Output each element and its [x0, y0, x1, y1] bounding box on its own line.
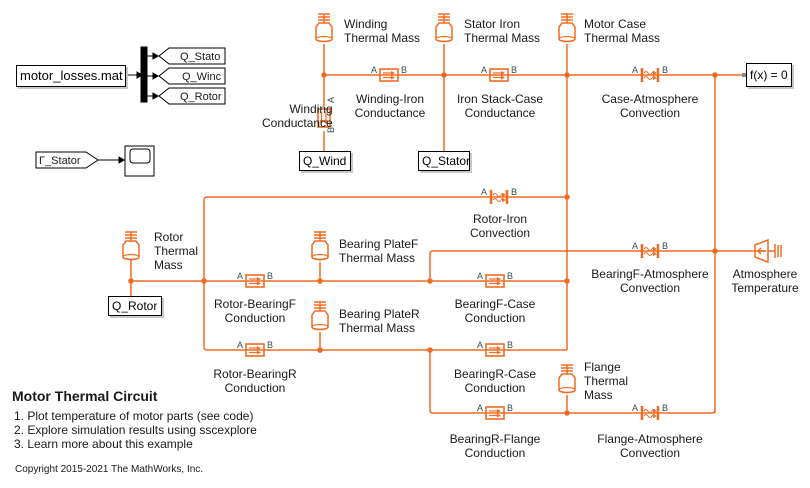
- thermal-mass-icon[interactable]: [315, 13, 333, 43]
- thermal-mass-icon[interactable]: [122, 231, 140, 261]
- model-title: Motor Thermal Circuit: [12, 388, 158, 404]
- q-stator-source[interactable]: Q_Stator: [418, 151, 470, 171]
- port-b-label: B: [326, 126, 337, 134]
- wire-junctions: [128, 72, 718, 416]
- port-b-label: B: [511, 187, 518, 197]
- port-a-label: A: [371, 65, 378, 75]
- signal-wires: [98, 46, 159, 164]
- port-b-label: B: [511, 65, 518, 75]
- port-b-label: B: [507, 340, 514, 350]
- port-b-label: B: [267, 271, 274, 281]
- port-a-label: A: [632, 65, 639, 75]
- port-a-label: A: [632, 403, 639, 413]
- thermal-mass-icon[interactable]: [311, 231, 329, 261]
- from-file-block[interactable]: motor_losses.mat: [16, 65, 126, 87]
- port-a-label: A: [481, 187, 488, 197]
- goto-tag-shapes: [35, 47, 226, 169]
- port-a-label: A: [632, 241, 639, 251]
- port-a-label: A: [326, 96, 337, 104]
- goto-q-rotor[interactable]: Q_Rotor: [180, 91, 222, 103]
- model-links: 1. Plot temperature of motor parts (see …: [14, 409, 257, 451]
- thermal-mass-icon[interactable]: [311, 301, 329, 331]
- port-a-label: A: [237, 340, 244, 350]
- port-b-label: B: [662, 403, 669, 413]
- port-b-label: B: [662, 241, 669, 251]
- goto-q-winding[interactable]: Q_Winc: [182, 71, 222, 83]
- scope-icon[interactable]: [124, 145, 155, 177]
- thermal-mass-icon[interactable]: [558, 13, 576, 43]
- port-a-label: A: [481, 65, 488, 75]
- thermal-mass-icon[interactable]: [558, 364, 576, 394]
- port-b-label: B: [507, 271, 514, 281]
- q-wind-source[interactable]: Q_Wind: [299, 151, 351, 171]
- solver-configuration-block[interactable]: f(x) = 0: [746, 63, 792, 87]
- q-rotor-source[interactable]: Q_Rotor: [108, 296, 162, 316]
- port-a-label: A: [477, 340, 484, 350]
- temperature-source-icon[interactable]: [754, 238, 782, 264]
- port-b-label: B: [507, 403, 514, 413]
- from-t-stator[interactable]: Γ_Stator: [39, 155, 81, 167]
- link-learn-more[interactable]: 3. Learn more about this example: [14, 437, 193, 451]
- port-a-label: A: [477, 403, 484, 413]
- port-b-label: B: [401, 65, 408, 75]
- port-a-label: A: [477, 271, 484, 281]
- link-explore-results[interactable]: 2. Explore simulation results using ssce…: [14, 423, 257, 437]
- port-b-label: B: [267, 340, 274, 350]
- port-a-label: A: [237, 271, 244, 281]
- thermal-mass-icon[interactable]: [435, 13, 453, 43]
- port-b-label: B: [662, 65, 669, 75]
- copyright: Copyright 2015-2021 The MathWorks, Inc.: [15, 464, 204, 475]
- goto-q-stator[interactable]: Q_Stato: [180, 51, 221, 63]
- link-plot-temperature[interactable]: 1. Plot temperature of motor parts (see …: [14, 409, 254, 423]
- solver-port: [742, 73, 746, 77]
